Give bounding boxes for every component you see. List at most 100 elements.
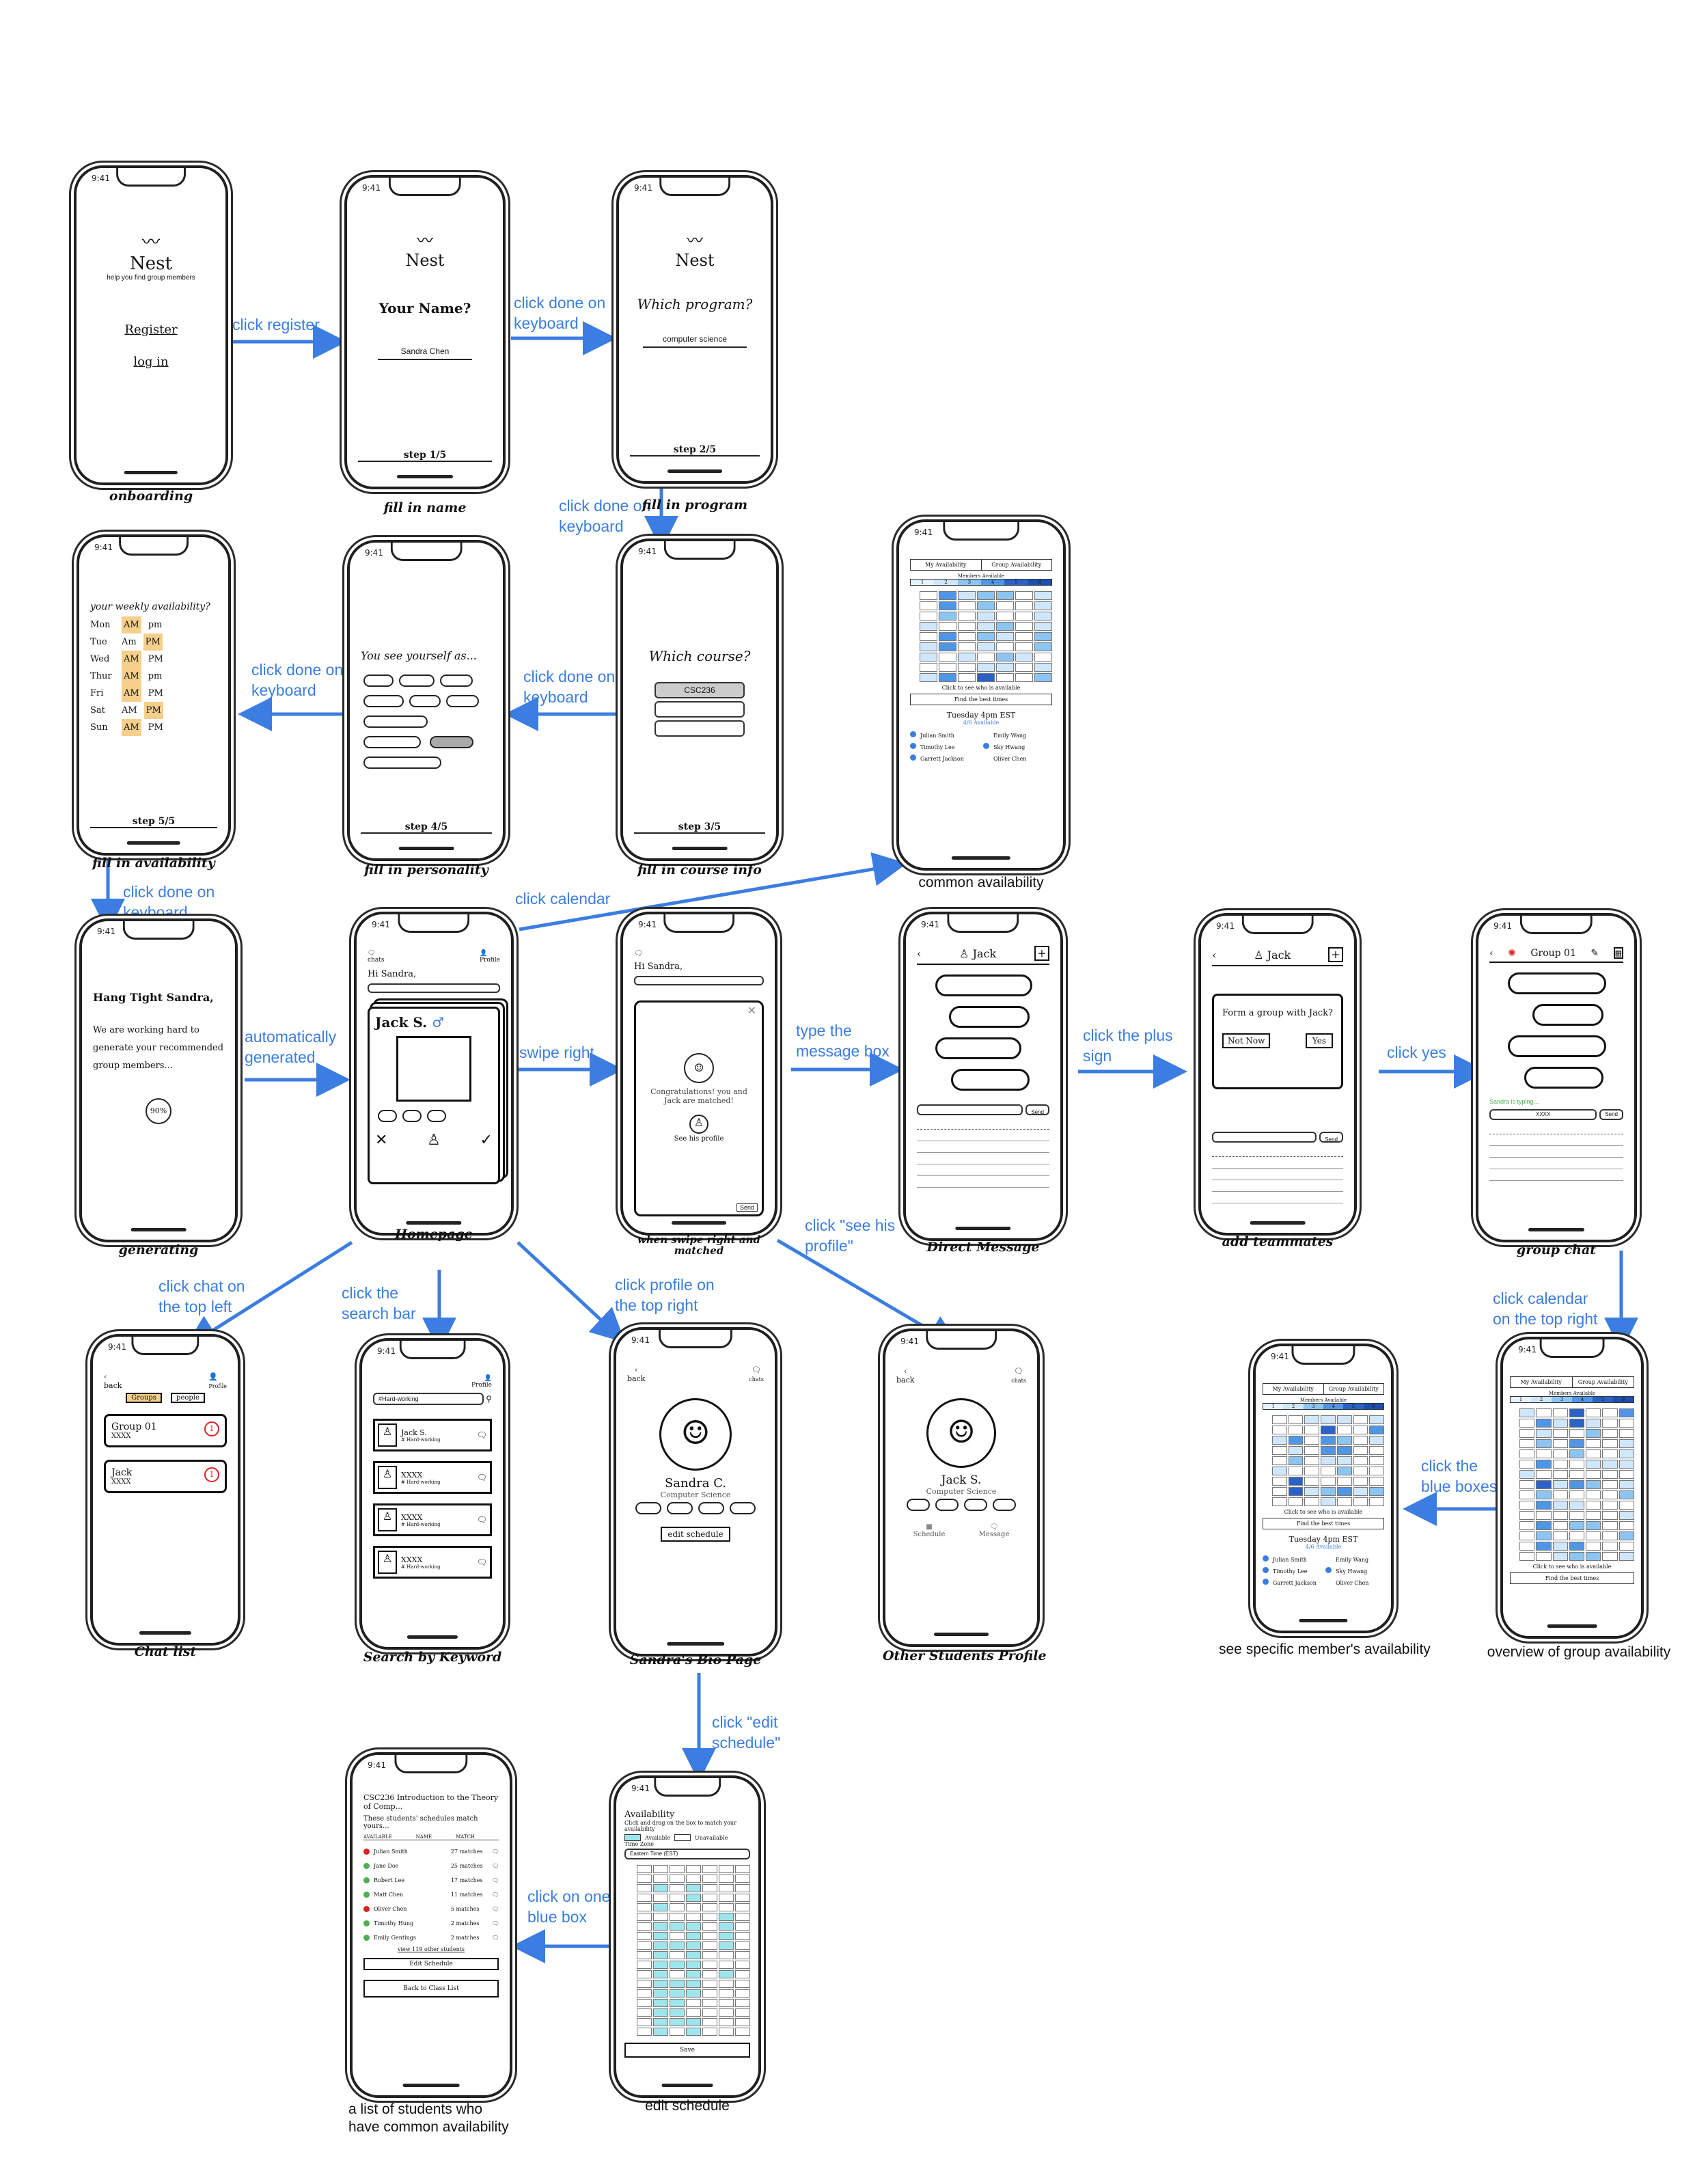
grid-cell[interactable] [977, 653, 995, 662]
am-toggle[interactable]: AM [122, 685, 141, 702]
pm-toggle[interactable]: PM [148, 654, 163, 664]
schedule-cell[interactable] [702, 1941, 717, 1950]
schedule-cell[interactable] [702, 1970, 717, 1978]
schedule-cell[interactable] [686, 1970, 701, 1978]
grid-cell[interactable] [1569, 1531, 1585, 1540]
schedule-cell[interactable] [670, 1941, 685, 1950]
member-item[interactable]: Garrett Jackson [1263, 1579, 1321, 1586]
schedule-cell[interactable] [670, 1999, 685, 2007]
schedule-cell[interactable] [637, 1989, 652, 1998]
send-button[interactable]: Send [1025, 1104, 1049, 1115]
grid-cell[interactable] [1519, 1460, 1535, 1469]
grid-cell[interactable] [920, 632, 937, 641]
grid-cell[interactable] [1569, 1542, 1585, 1551]
grid-cell[interactable] [1569, 1449, 1585, 1458]
schedule-cell[interactable] [653, 1913, 668, 1921]
schedule-cell[interactable] [637, 1894, 652, 1902]
grid-cell[interactable] [920, 663, 937, 672]
grid-cell[interactable] [1536, 1460, 1552, 1469]
grid-cell[interactable] [1272, 1415, 1287, 1424]
back-button[interactable]: ‹back [104, 1372, 122, 1390]
grid-cell[interactable] [996, 601, 1014, 610]
grid-cell[interactable] [1369, 1467, 1384, 1475]
grid-cell[interactable] [1272, 1426, 1287, 1434]
schedule-cell[interactable] [719, 2028, 734, 2036]
schedule-cell[interactable] [735, 2028, 750, 2036]
schedule-cell[interactable] [719, 1894, 734, 1902]
schedule-cell[interactable] [719, 1999, 734, 2007]
grid-cell[interactable] [1619, 1460, 1634, 1469]
schedule-cell[interactable] [653, 1951, 668, 1959]
grid-cell[interactable] [1619, 1542, 1634, 1551]
grid-cell[interactable] [1321, 1497, 1336, 1506]
schedule-cell[interactable] [686, 1894, 701, 1902]
find-best-times-button[interactable]: Find the best times [910, 694, 1052, 705]
schedule-cell[interactable] [735, 2008, 750, 2017]
see-profile-link[interactable]: See his profile [674, 1135, 724, 1143]
schedule-cell[interactable] [702, 2028, 717, 2036]
grid-cell[interactable] [939, 612, 956, 621]
grid-cell[interactable] [920, 612, 937, 621]
am-toggle[interactable]: AM [122, 668, 141, 685]
grid-cell[interactable] [1552, 1521, 1568, 1530]
back-to-class-list-button[interactable]: Back to Class List [363, 1980, 499, 1998]
grid-cell[interactable] [939, 632, 956, 641]
grid-cell[interactable] [996, 663, 1014, 672]
grid-cell[interactable] [1353, 1467, 1368, 1475]
grid-cell[interactable] [1034, 632, 1052, 641]
schedule-cell[interactable] [670, 2008, 685, 2017]
schedule-cell[interactable] [702, 1932, 717, 1940]
grid-cell[interactable] [1536, 1408, 1552, 1417]
grid-cell[interactable] [920, 653, 937, 662]
grid-cell[interactable] [1536, 1552, 1552, 1561]
schedule-cell[interactable] [702, 1884, 717, 1892]
schedule-cell[interactable] [653, 1865, 668, 1873]
chat-icon[interactable]: 🗨chats [368, 950, 385, 964]
schedule-cell[interactable] [653, 1922, 668, 1931]
grid-cell[interactable] [1602, 1490, 1618, 1499]
grid-cell[interactable] [939, 663, 956, 672]
schedule-cell[interactable] [670, 1980, 685, 1988]
grid-cell[interactable] [1353, 1456, 1368, 1465]
grid-cell[interactable] [958, 612, 976, 621]
grid-cell[interactable] [1536, 1429, 1552, 1438]
grid-cell[interactable] [1369, 1436, 1384, 1445]
pm-toggle[interactable]: PM [143, 633, 163, 651]
grid-cell[interactable] [1619, 1511, 1634, 1520]
profile-icon[interactable]: 👤Profile [480, 950, 500, 964]
grid-cell[interactable] [1288, 1487, 1304, 1496]
grid-cell[interactable] [1321, 1467, 1336, 1475]
schedule-cell[interactable] [686, 1980, 701, 1988]
schedule-cell[interactable] [719, 1980, 734, 1988]
grid-cell[interactable] [1586, 1449, 1601, 1458]
grid-cell[interactable] [996, 612, 1014, 621]
schedule-cell[interactable] [735, 1989, 750, 1998]
schedule-cell[interactable] [653, 1961, 668, 1969]
plus-icon[interactable]: + [1034, 946, 1049, 961]
grid-cell[interactable] [1288, 1497, 1304, 1506]
grid-cell[interactable] [1552, 1460, 1568, 1469]
message-input[interactable] [917, 1104, 1023, 1115]
grid-cell[interactable] [1519, 1449, 1535, 1458]
grid-cell[interactable] [1552, 1531, 1568, 1540]
grid-cell[interactable] [958, 653, 976, 662]
search-input[interactable]: #Hard-working [373, 1393, 484, 1405]
yes-button[interactable]: Yes [1305, 1033, 1333, 1048]
schedule-cell[interactable] [670, 1875, 685, 1883]
schedule-cell[interactable] [637, 1941, 652, 1950]
grid-cell[interactable] [1569, 1511, 1585, 1520]
grid-cell[interactable] [1602, 1449, 1618, 1458]
grid-cell[interactable] [939, 642, 956, 651]
grid-cell[interactable] [1569, 1501, 1585, 1510]
grid-cell[interactable] [1336, 1456, 1352, 1465]
grid-cell[interactable] [1034, 591, 1052, 600]
grid-cell[interactable] [1619, 1480, 1634, 1489]
save-button[interactable]: Save [624, 2043, 750, 2058]
grid-cell[interactable] [1353, 1426, 1368, 1434]
grid-cell[interactable] [977, 591, 995, 600]
availability-grid[interactable] [920, 591, 1052, 682]
grid-cell[interactable] [1619, 1552, 1634, 1561]
schedule-cell[interactable] [653, 1941, 668, 1950]
grid-cell[interactable] [958, 591, 976, 600]
